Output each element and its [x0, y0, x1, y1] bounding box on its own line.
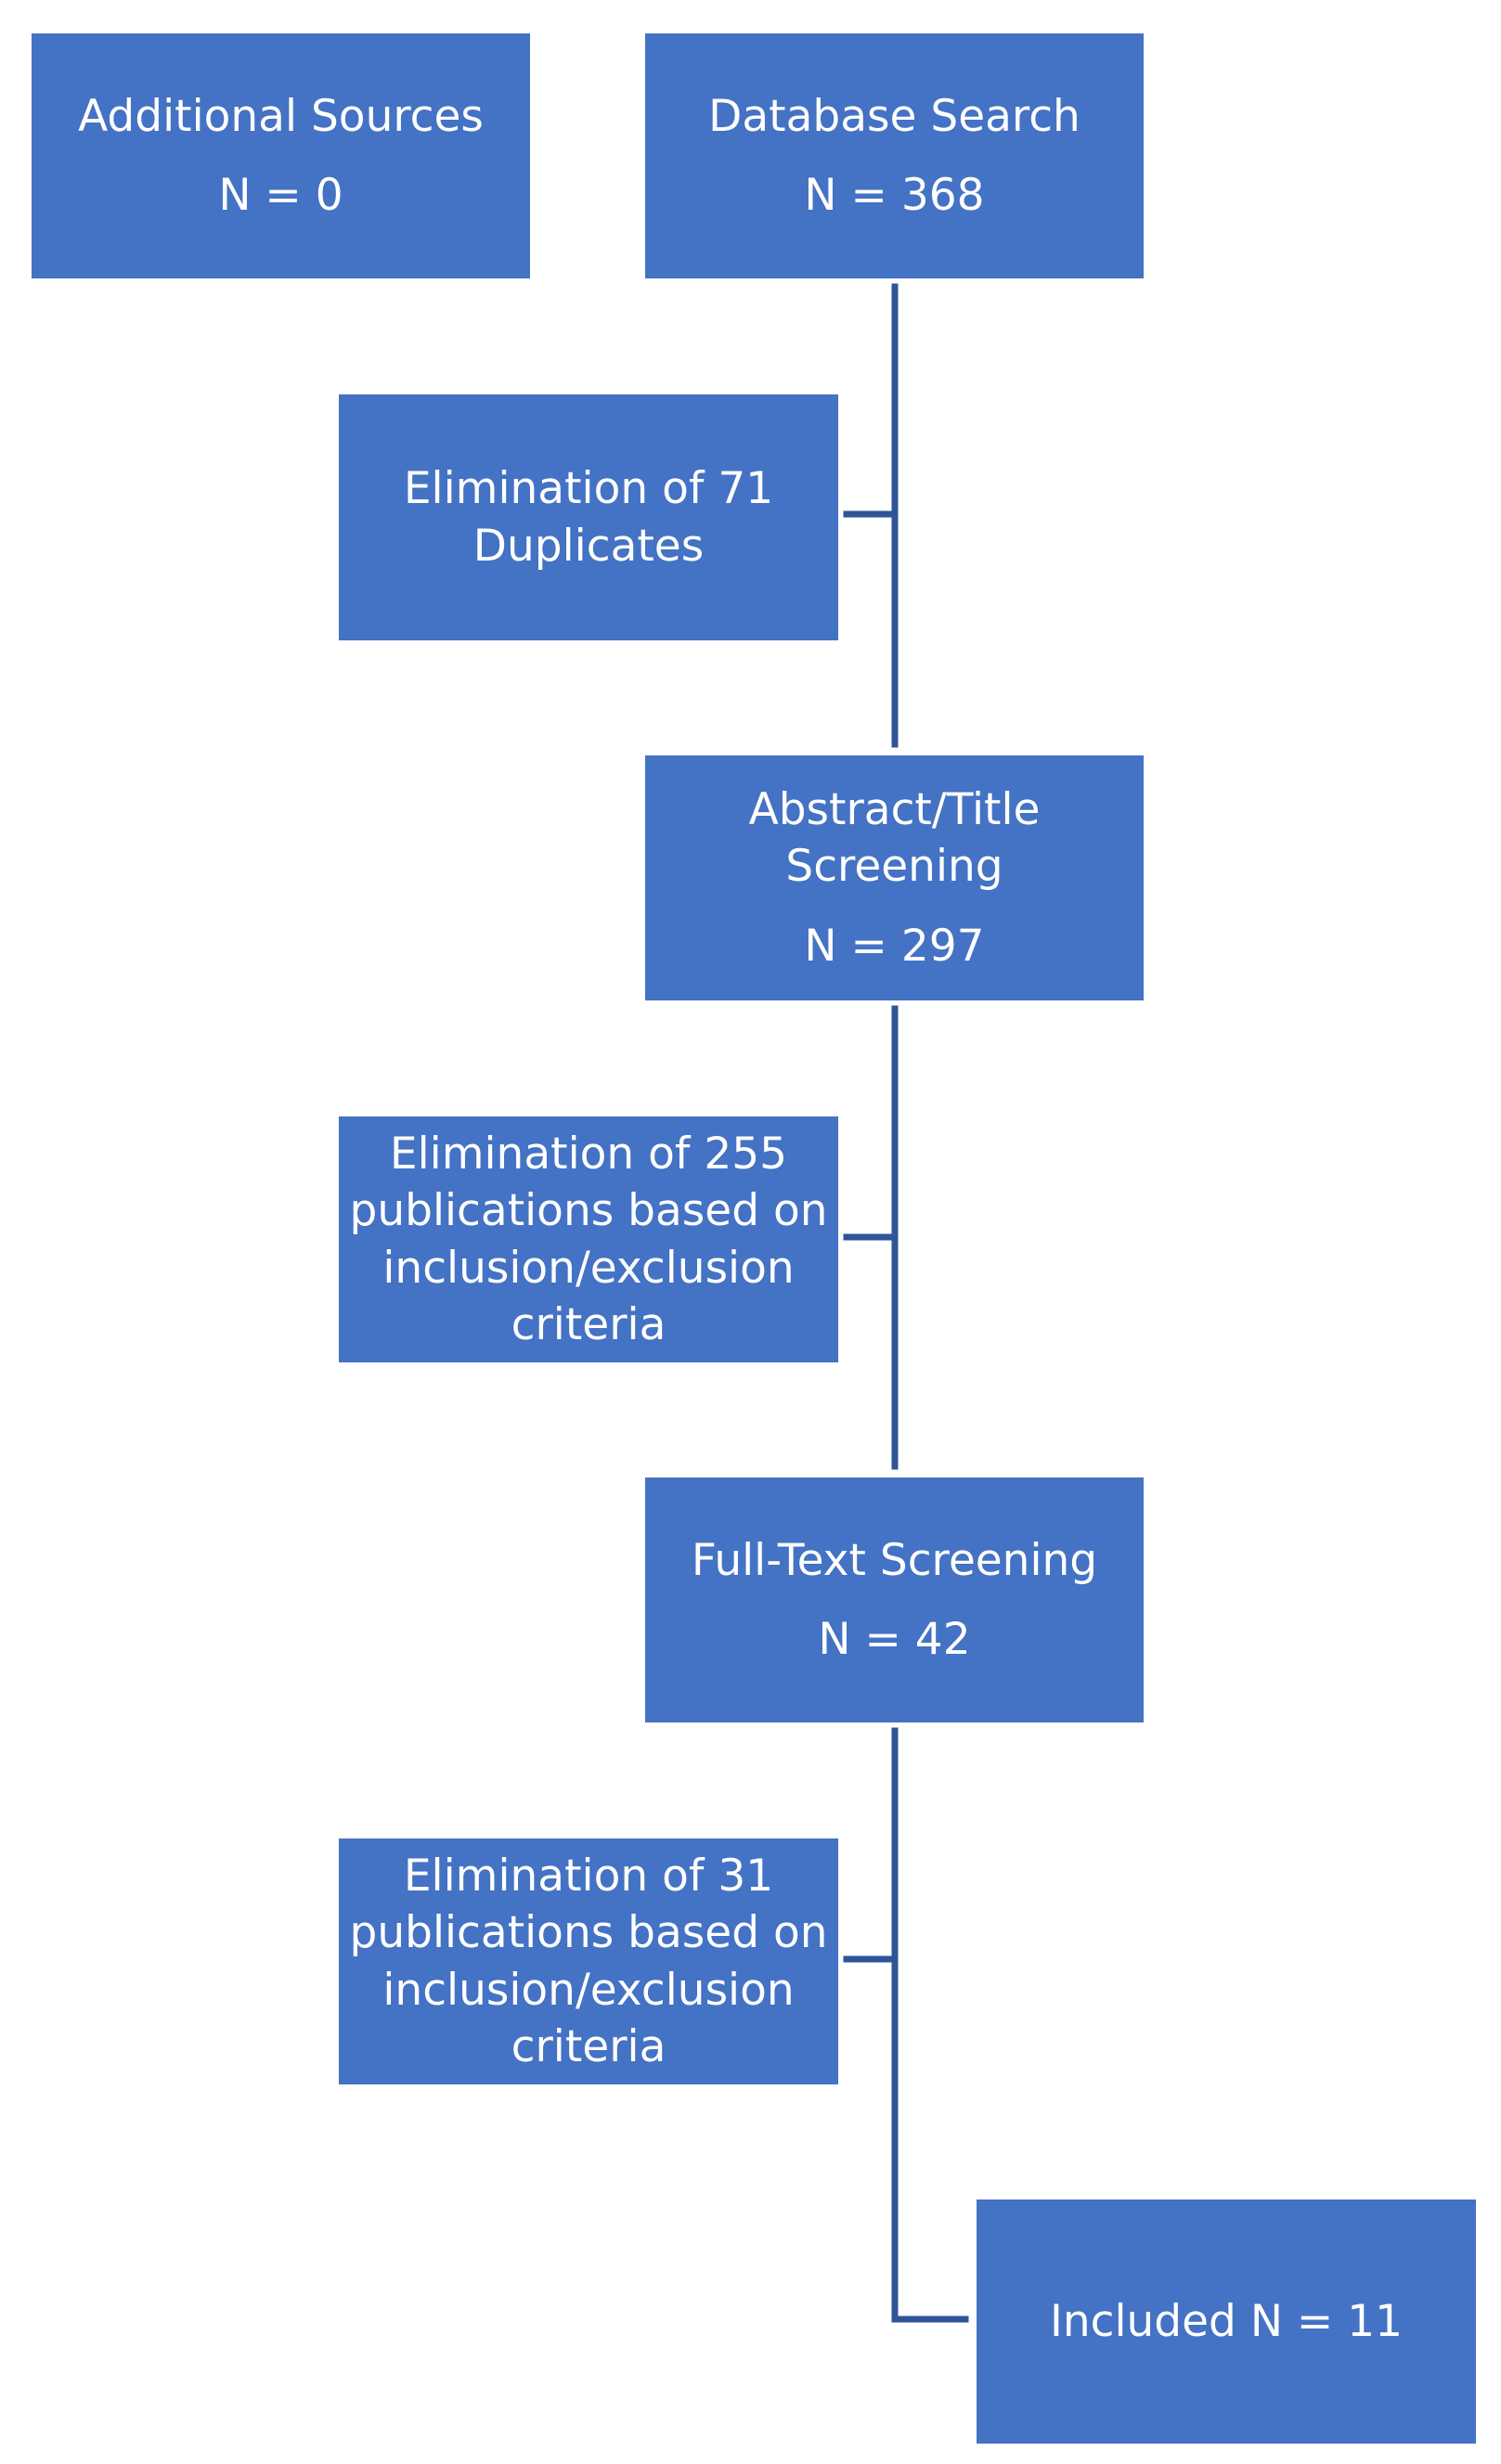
additional-sources-box: Additional Sources N = 0: [32, 33, 530, 278]
duplicates-line-1: Elimination of 71: [403, 463, 774, 515]
database-search-count: N = 368: [804, 170, 985, 221]
duplicates-line-2: Duplicates: [472, 520, 705, 572]
elimination-255-line-1: Elimination of 255: [389, 1129, 788, 1180]
elimination-31-box: Elimination of 31 publications based on …: [339, 1838, 838, 2084]
elimination-255-line-2: publications based on: [349, 1185, 828, 1237]
additional-sources-count: N = 0: [218, 170, 343, 221]
full-text-screening-box: Full-Text Screening N = 42: [645, 1477, 1144, 1722]
elimination-31-line-2: publications based on: [349, 1907, 828, 1959]
additional-sources-title: Additional Sources: [78, 90, 484, 142]
full-text-title: Full-Text Screening: [691, 1534, 1098, 1586]
included-label: Included N = 11: [1049, 2295, 1404, 2347]
elimination-255-line-3: inclusion/exclusion: [382, 1242, 795, 1294]
included-box: Included N = 11: [977, 2200, 1476, 2444]
elimination-255-box: Elimination of 255 publications based on…: [339, 1116, 838, 1362]
elimination-31-line-4: criteria: [511, 2020, 666, 2072]
abstract-title-line-1: Abstract/Title: [748, 784, 1041, 836]
abstract-title-count: N = 297: [804, 920, 985, 972]
abstract-title-screening-box: Abstract/Title Screening N = 297: [645, 755, 1144, 1000]
full-text-count: N = 42: [818, 1614, 971, 1665]
duplicates-elimination-box: Elimination of 71 Duplicates: [339, 394, 838, 640]
elimination-31-line-1: Elimination of 31: [403, 1851, 774, 1903]
database-search-title: Database Search: [708, 90, 1080, 142]
abstract-title-line-2: Screening: [785, 841, 1003, 893]
database-search-box: Database Search N = 368: [645, 33, 1144, 278]
elimination-31-line-3: inclusion/exclusion: [382, 1964, 795, 2016]
elimination-255-line-4: criteria: [511, 1298, 666, 1350]
